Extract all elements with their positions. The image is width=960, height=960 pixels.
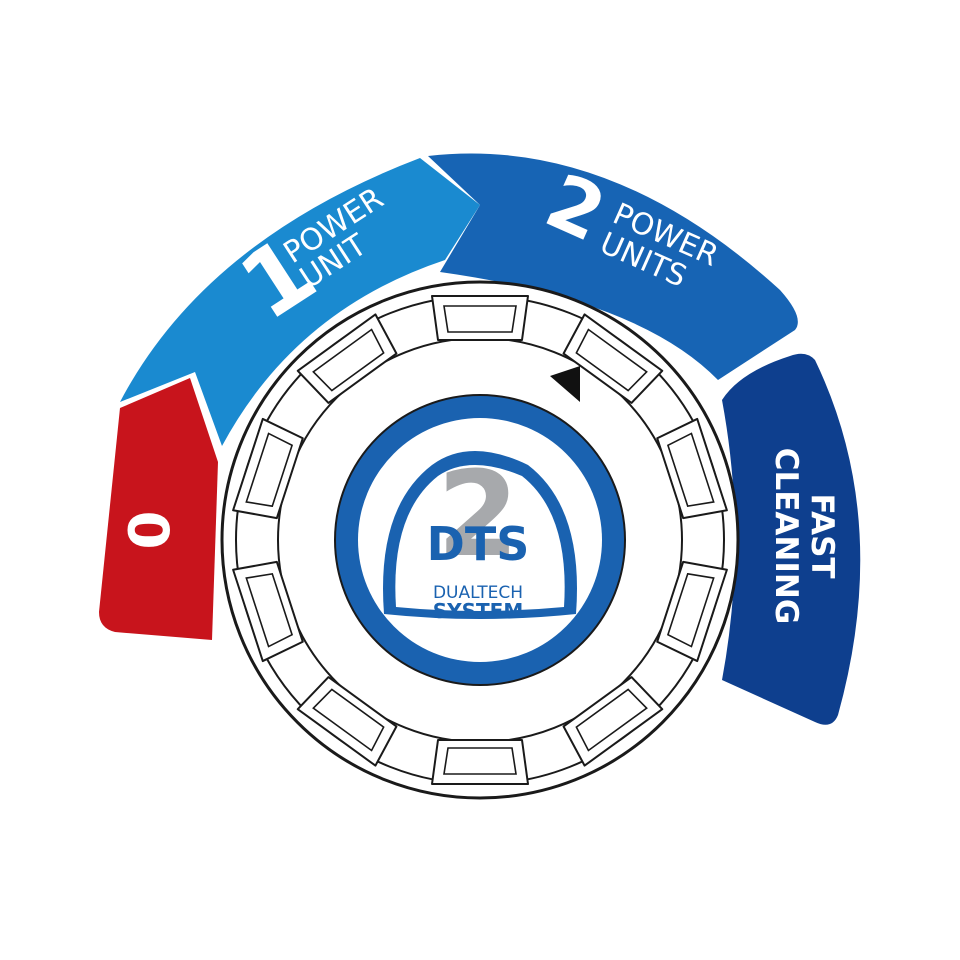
mode-fast-cleaning-background [722,353,861,725]
mode-fast-cleaning-segment[interactable]: FAST CLEANING [722,353,861,725]
knob-grip-notch [562,313,664,404]
dts-logo-digit: 2 [437,445,519,583]
dts-logo-title: DTS [427,517,530,571]
knob-grip-notch [562,676,664,767]
mode-fast-cleaning-line2: CLEANING [768,448,804,625]
mode-off-label: 0 [118,511,183,550]
mode-off-background [99,378,218,640]
mode-knob[interactable]: 2 DTS DUALTECH SYSTEM [220,280,740,800]
dts-logo-line1: DUALTECH [433,583,523,603]
triangle-pointer-icon [550,366,580,402]
mode-one-unit-background [120,158,480,446]
knob-grip-notch [296,313,398,404]
dts-logo: 2 DTS DUALTECH SYSTEM [383,445,577,623]
knob-grip-notch [431,739,529,785]
mode-two-units-background [428,153,798,380]
knob-grip-notch [656,560,728,663]
knob-center-edge [334,394,626,686]
mode-off-segment[interactable]: 0 [99,378,218,640]
knob-grip-notch [296,676,398,767]
dts-logo-line2: SYSTEM [433,599,524,623]
mode-fast-cleaning-line1: FAST [804,493,840,578]
knob-grip-notch [232,417,304,520]
knob-grip-notch [232,560,304,663]
knob-grip-notch [431,295,529,341]
knob-grip-notch [656,417,728,520]
mode-two-units-segment[interactable]: 2 POWER UNITS [428,153,798,380]
knob-grips [232,295,728,785]
dts-logo-shield-inner [395,465,565,611]
